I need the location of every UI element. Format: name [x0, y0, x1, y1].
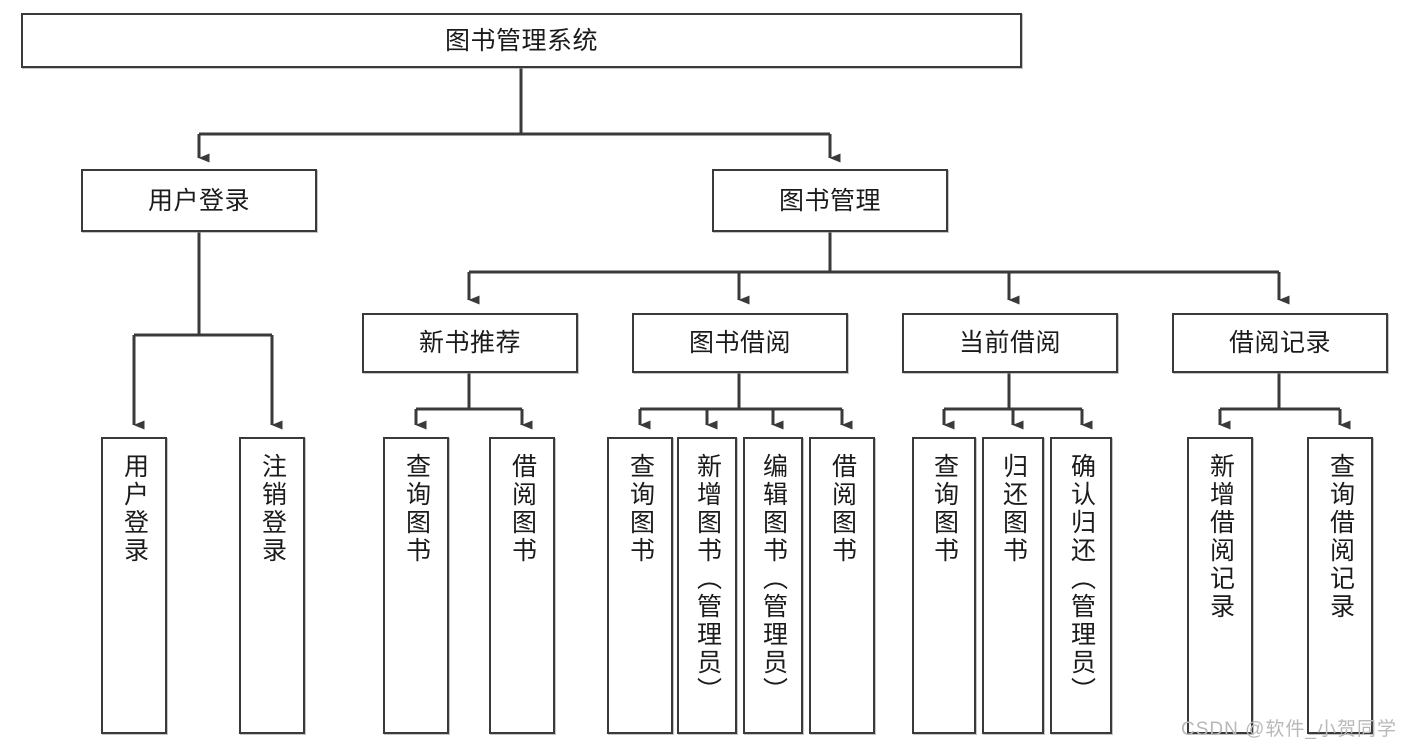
node-label: 新增借阅记录 [1206, 453, 1235, 621]
node-book-management[interactable]: 图书管理 [712, 169, 948, 232]
node-label: 编辑图书（管理员） [759, 453, 788, 705]
node-label: 借阅图书 [828, 453, 857, 565]
node-label: 查询图书 [626, 453, 655, 565]
node-label: 查询借阅记录 [1326, 453, 1355, 621]
node-current-borrow[interactable]: 当前借阅 [902, 313, 1118, 373]
csdn-watermark: CSDN @软件_小贺同学 [1181, 719, 1397, 740]
node-label: 借阅图书 [508, 453, 537, 565]
leaf-records-query-record[interactable]: 查询借阅记录 [1307, 437, 1373, 734]
leaf-user-login[interactable]: 用户登录 [101, 437, 167, 734]
leaf-recommend-query-book[interactable]: 查询图书 [383, 437, 449, 734]
node-label: 新增图书（管理员） [693, 453, 722, 705]
node-label: 查询图书 [930, 453, 959, 565]
node-user-login[interactable]: 用户登录 [81, 169, 317, 232]
leaf-borrow-query-book[interactable]: 查询图书 [607, 437, 673, 734]
node-label: 用户登录 [120, 453, 149, 565]
node-label: 借阅记录 [1228, 329, 1331, 357]
node-book-borrow[interactable]: 图书借阅 [632, 313, 848, 373]
node-label: 新书推荐 [418, 329, 521, 357]
node-label: 用户登录 [147, 186, 250, 215]
leaf-current-query-book[interactable]: 查询图书 [912, 437, 976, 734]
leaf-user-logout[interactable]: 注销登录 [239, 437, 305, 734]
leaf-current-confirm-return-admin[interactable]: 确认归还（管理员） [1050, 437, 1112, 734]
node-label: 当前借阅 [958, 329, 1061, 357]
leaf-current-return-book[interactable]: 归还图书 [982, 437, 1044, 734]
leaf-borrow-edit-book-admin[interactable]: 编辑图书（管理员） [743, 437, 803, 734]
leaf-records-add-record[interactable]: 新增借阅记录 [1187, 437, 1253, 734]
leaf-recommend-borrow-book[interactable]: 借阅图书 [489, 437, 555, 734]
node-label: 图书借阅 [688, 329, 791, 357]
node-label: 确认归还（管理员） [1067, 453, 1096, 705]
node-label: 图书管理 [778, 186, 881, 215]
leaf-borrow-add-book-admin[interactable]: 新增图书（管理员） [677, 437, 737, 734]
leaf-borrow-borrow-book[interactable]: 借阅图书 [809, 437, 875, 734]
node-label: 归还图书 [999, 453, 1028, 565]
node-borrow-records[interactable]: 借阅记录 [1172, 313, 1388, 373]
node-root-system[interactable]: 图书管理系统 [21, 13, 1022, 68]
node-new-book-recommend[interactable]: 新书推荐 [362, 313, 578, 373]
node-label: 注销登录 [258, 453, 287, 565]
node-label: 查询图书 [402, 453, 431, 565]
node-label: 图书管理系统 [444, 26, 598, 55]
